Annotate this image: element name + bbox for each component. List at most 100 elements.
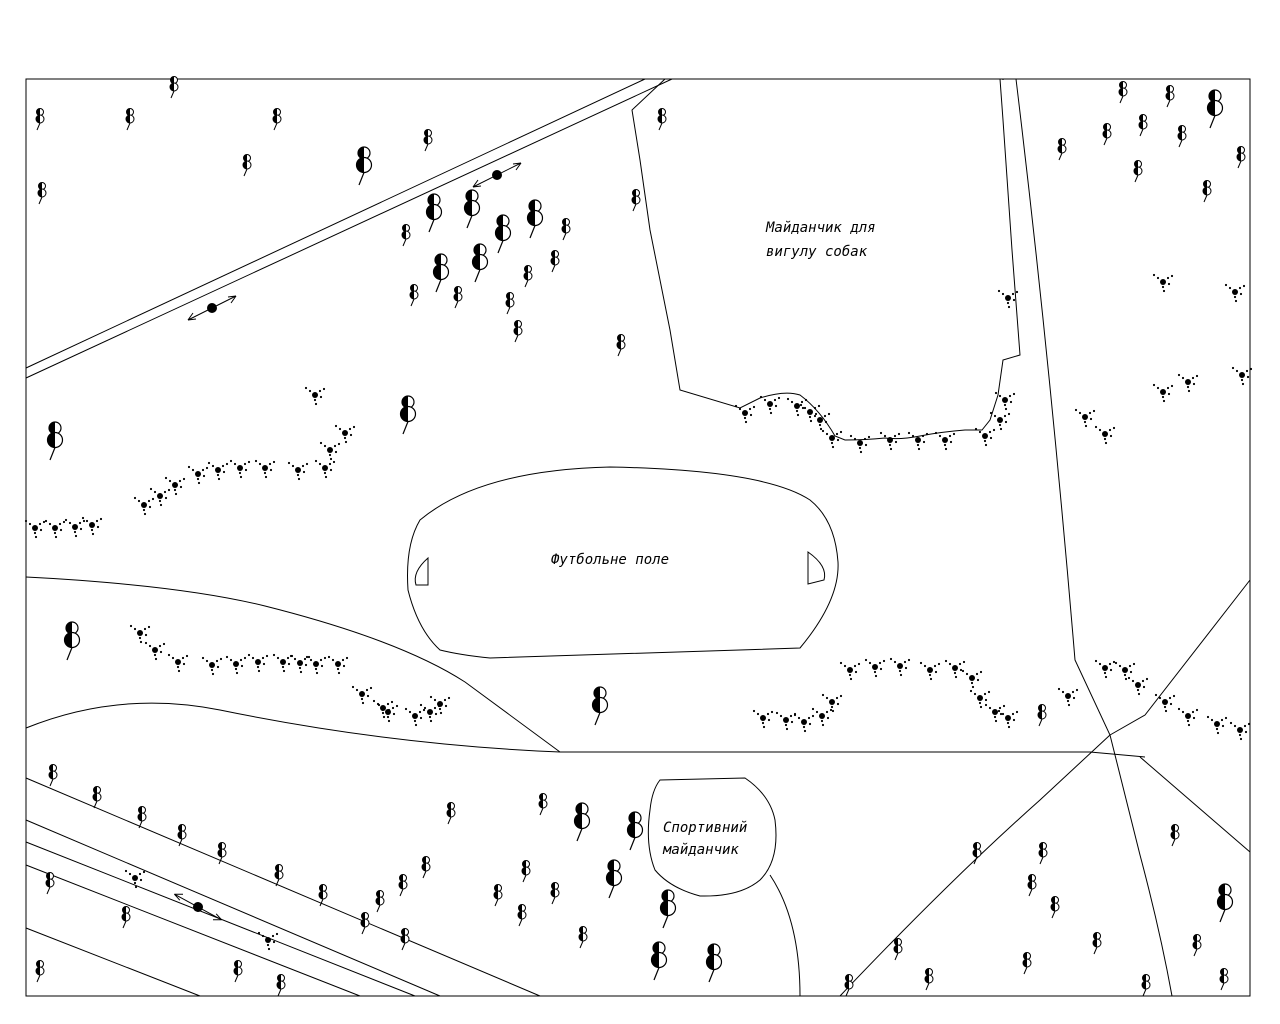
- shrub-icon: [919, 661, 941, 681]
- tree-icon: [401, 224, 411, 247]
- tree-icon: [1177, 125, 1187, 148]
- tree-icon: [169, 76, 179, 99]
- shrub-icon: [1094, 659, 1116, 679]
- tree-icon: [893, 938, 903, 961]
- shrub-icon: [989, 411, 1011, 431]
- tree-icon: [274, 864, 284, 887]
- shrub-icon: [1206, 715, 1228, 735]
- shrub-icon: [272, 653, 294, 673]
- tree-icon: [1027, 874, 1037, 897]
- shrub-icon: [254, 459, 276, 479]
- shrub-icon: [889, 657, 911, 677]
- shrub-icon: [24, 519, 46, 539]
- shrub-icon: [334, 424, 356, 444]
- dog-area-label-line2: вигулу собак: [766, 244, 868, 260]
- shrub-symbols: [24, 273, 1253, 951]
- tree-icon: [45, 872, 55, 895]
- large-tree-icon: [494, 214, 512, 254]
- shrub-icon: [164, 476, 186, 496]
- tree-icon: [37, 182, 47, 205]
- tree-icon: [657, 108, 667, 131]
- tree-icon: [517, 904, 527, 927]
- large-tree-icon: [705, 943, 723, 983]
- football-field-outline: [407, 466, 839, 659]
- tree-icon: [375, 890, 385, 913]
- tree-icon: [550, 250, 560, 273]
- shrub-icon: [167, 653, 189, 673]
- tree-icon: [125, 108, 135, 131]
- tree-icon: [550, 882, 560, 905]
- tree-icon: [121, 906, 131, 929]
- shrub-icon: [144, 641, 166, 661]
- tree-icon: [513, 320, 523, 343]
- large-tree-icon: [63, 621, 81, 661]
- shrub-icon: [229, 459, 251, 479]
- shrub-icon: [81, 516, 103, 536]
- shrub-icon: [129, 624, 151, 644]
- shrub-icon: [1152, 273, 1174, 293]
- shrub-icon: [1074, 408, 1096, 428]
- tree-icon: [446, 802, 456, 825]
- sports-ground-label-line2: майданчик: [662, 842, 739, 858]
- shrub-icon: [133, 496, 155, 516]
- tree-icon: [1092, 932, 1102, 955]
- shrub-icon: [934, 431, 956, 451]
- shrub-icon: [1177, 707, 1199, 727]
- shrub-icon: [1152, 383, 1174, 403]
- shrub-icon: [1224, 283, 1246, 303]
- shrub-icon: [305, 655, 327, 675]
- tree-icon: [1037, 704, 1047, 727]
- shrub-icon: [849, 434, 871, 454]
- football-field-label: Футбольне поле: [551, 552, 669, 568]
- large-tree-icon: [399, 395, 417, 435]
- large-tree-icon: [425, 193, 443, 233]
- shrub-icon: [775, 711, 797, 731]
- tree-icon: [844, 974, 854, 997]
- tree-icon: [1165, 85, 1175, 108]
- shrub-icon: [1127, 676, 1149, 696]
- large-tree-icon: [605, 859, 623, 899]
- tree-icon: [578, 926, 588, 949]
- shrub-icon: [1229, 721, 1251, 741]
- shrub-icon: [187, 465, 209, 485]
- large-tree-icon: [1216, 883, 1234, 923]
- shrub-icon: [839, 661, 861, 681]
- shrub-icon: [1154, 693, 1176, 713]
- tree-icon: [1022, 952, 1032, 975]
- tree-icon: [423, 129, 433, 152]
- tree-icon: [233, 960, 243, 983]
- shrub-icon: [404, 707, 426, 727]
- shrub-icon: [997, 709, 1019, 729]
- shrub-icon: [419, 703, 441, 723]
- tree-icon: [35, 960, 45, 983]
- tree-icon: [276, 974, 286, 997]
- tree-icon: [1102, 123, 1112, 146]
- shrub-icon: [752, 709, 774, 729]
- large-tree-icon: [432, 253, 450, 293]
- tree-icon: [505, 292, 515, 315]
- shrub-icon: [786, 397, 808, 417]
- shrub-icon: [225, 655, 247, 675]
- shrub-icon: [1057, 687, 1079, 707]
- large-tree-icon: [355, 146, 373, 186]
- tree-symbols: [35, 76, 1246, 997]
- large-tree-icon: [463, 189, 481, 229]
- tree-icon: [398, 874, 408, 897]
- large-tree-icon: [591, 686, 609, 726]
- shrub-icon: [64, 518, 86, 538]
- map-frame: [25, 78, 1251, 997]
- shrub-icon: [1177, 373, 1199, 393]
- shrub-icon: [793, 713, 815, 733]
- tree-icon: [1118, 81, 1128, 104]
- large-tree-icon: [659, 889, 677, 929]
- dog-area-label-line1: Майданчик для: [765, 220, 876, 236]
- large-tree-icon: [573, 802, 591, 842]
- tree-icon: [1038, 842, 1048, 865]
- tree-icon: [1192, 934, 1202, 957]
- shrub-icon: [879, 431, 901, 451]
- shrub-icon: [759, 395, 781, 415]
- tree-icon: [1050, 896, 1060, 919]
- tree-icon: [1236, 146, 1246, 169]
- shrub-icon: [974, 427, 996, 447]
- shrub-icon: [1231, 366, 1253, 386]
